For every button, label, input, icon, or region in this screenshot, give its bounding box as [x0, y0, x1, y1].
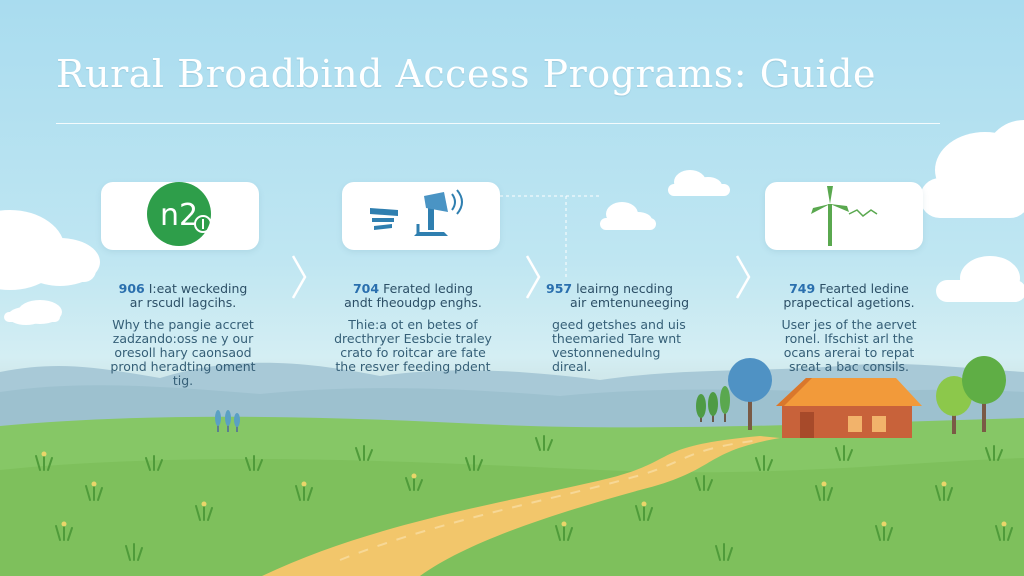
- step-number: 749: [789, 281, 816, 296]
- body-line: crato fo roitcar are fate: [340, 345, 486, 360]
- n2-badge-icon: n2: [147, 182, 212, 246]
- cloud-top-center: [668, 170, 730, 196]
- barn-illustration: [776, 378, 922, 438]
- step-4-body: User jes of the aervet ronel. Ifschist a…: [764, 318, 934, 374]
- step-heading-text: I:eat weckeding: [148, 281, 248, 296]
- body-line: tig.: [172, 373, 194, 388]
- body-line: ocans arerai to repat: [783, 345, 915, 360]
- badge-text: n2: [160, 198, 198, 233]
- body-line: oresoll hary caonsaod: [114, 345, 252, 360]
- step-number: 906: [118, 281, 145, 296]
- body-line: Why the pangie accret: [112, 317, 254, 332]
- step-heading-text: leairng necding: [576, 281, 673, 296]
- page-title: Rural Broadbind Access Programs: Guide: [56, 52, 876, 96]
- step-heading-text: Ferated leding: [383, 281, 473, 296]
- body-line: prond heradting oment: [110, 359, 256, 374]
- chevron-right-icon: [291, 255, 307, 299]
- step-3-heading: 957 leairng necding: [546, 282, 726, 296]
- step-2-heading: 704 Ferated leding: [328, 282, 498, 296]
- step-number: 704: [352, 281, 380, 296]
- cloud-left: [0, 210, 100, 290]
- body-line: User jes of the aervet: [781, 317, 917, 332]
- step-number: 957: [546, 281, 573, 296]
- step-1-heading: 906 I:eat weckeding: [98, 282, 268, 296]
- body-line: Thie:a ot en betes of: [348, 317, 478, 332]
- step-3-heading-line2: air emtenuneeging: [570, 295, 690, 310]
- step-3-body: geed getshes and uis theemaried Tare wnt…: [546, 318, 726, 374]
- step-4-text: 749 Fearted ledine prapectical agetions.…: [764, 282, 934, 374]
- step-2-heading-line2: andt fheoudgp enghs.: [344, 295, 482, 310]
- chevron-right-icon: [735, 255, 751, 299]
- body-line: geed getshes and uis: [552, 317, 686, 332]
- cloud-small-left: [4, 300, 62, 325]
- body-line: vestonnenedulng: [552, 345, 661, 360]
- step-2-text: 704 Ferated leding andt fheoudgp enghs. …: [328, 282, 498, 374]
- step-1-text: 906 I:eat weckeding ar rscudl lagcihs. W…: [98, 282, 268, 388]
- path-center-line: [339, 439, 761, 561]
- step-2-body: Thie:a ot en betes of drecthryer Eesbcie…: [328, 318, 498, 374]
- body-line: ronel. Ifschist arl the: [784, 331, 914, 346]
- wildflowers: [41, 451, 1007, 527]
- step-2-card: [342, 182, 500, 250]
- grass-tufts: [35, 435, 1013, 561]
- tiny-trees-left: [215, 410, 240, 432]
- wind-turbine-icon: [811, 186, 878, 246]
- body-line: theemaried Tare wnt: [552, 331, 682, 346]
- step-1-body: Why the pangie accret zadzando:oss ne y …: [98, 318, 268, 388]
- trees-right: [936, 356, 1006, 434]
- step-1-heading-line2: ar rscudl lagcihs.: [129, 295, 237, 310]
- body-line: direal.: [552, 359, 592, 374]
- body-line: the resver feeding pdent: [335, 359, 491, 374]
- step-4-card: [765, 182, 923, 250]
- body-line: zadzando:oss ne y our: [112, 331, 254, 346]
- cloud-right-lower: [936, 256, 1024, 302]
- trees-barn-left: [696, 358, 772, 430]
- antenna-tower-icon: [370, 189, 463, 236]
- body-line: sreat a bac consils.: [788, 359, 910, 374]
- dotted-connectors: [500, 195, 600, 280]
- step-4-heading: 749 Fearted ledine: [764, 282, 934, 296]
- step-heading-text: Fearted ledine: [819, 281, 909, 296]
- cloud-right: [920, 120, 1024, 218]
- step-3-text: 957 leairng necding air emtenuneeging ge…: [546, 282, 726, 374]
- step-4-heading-line2: prapectical agetions.: [783, 295, 915, 310]
- chevron-right-icon: [525, 255, 541, 299]
- cloud-mid-center: [600, 202, 656, 230]
- step-1-card: n2: [101, 182, 259, 250]
- title-divider: [56, 123, 940, 124]
- body-line: drecthryer Eesbcie traley: [334, 331, 492, 346]
